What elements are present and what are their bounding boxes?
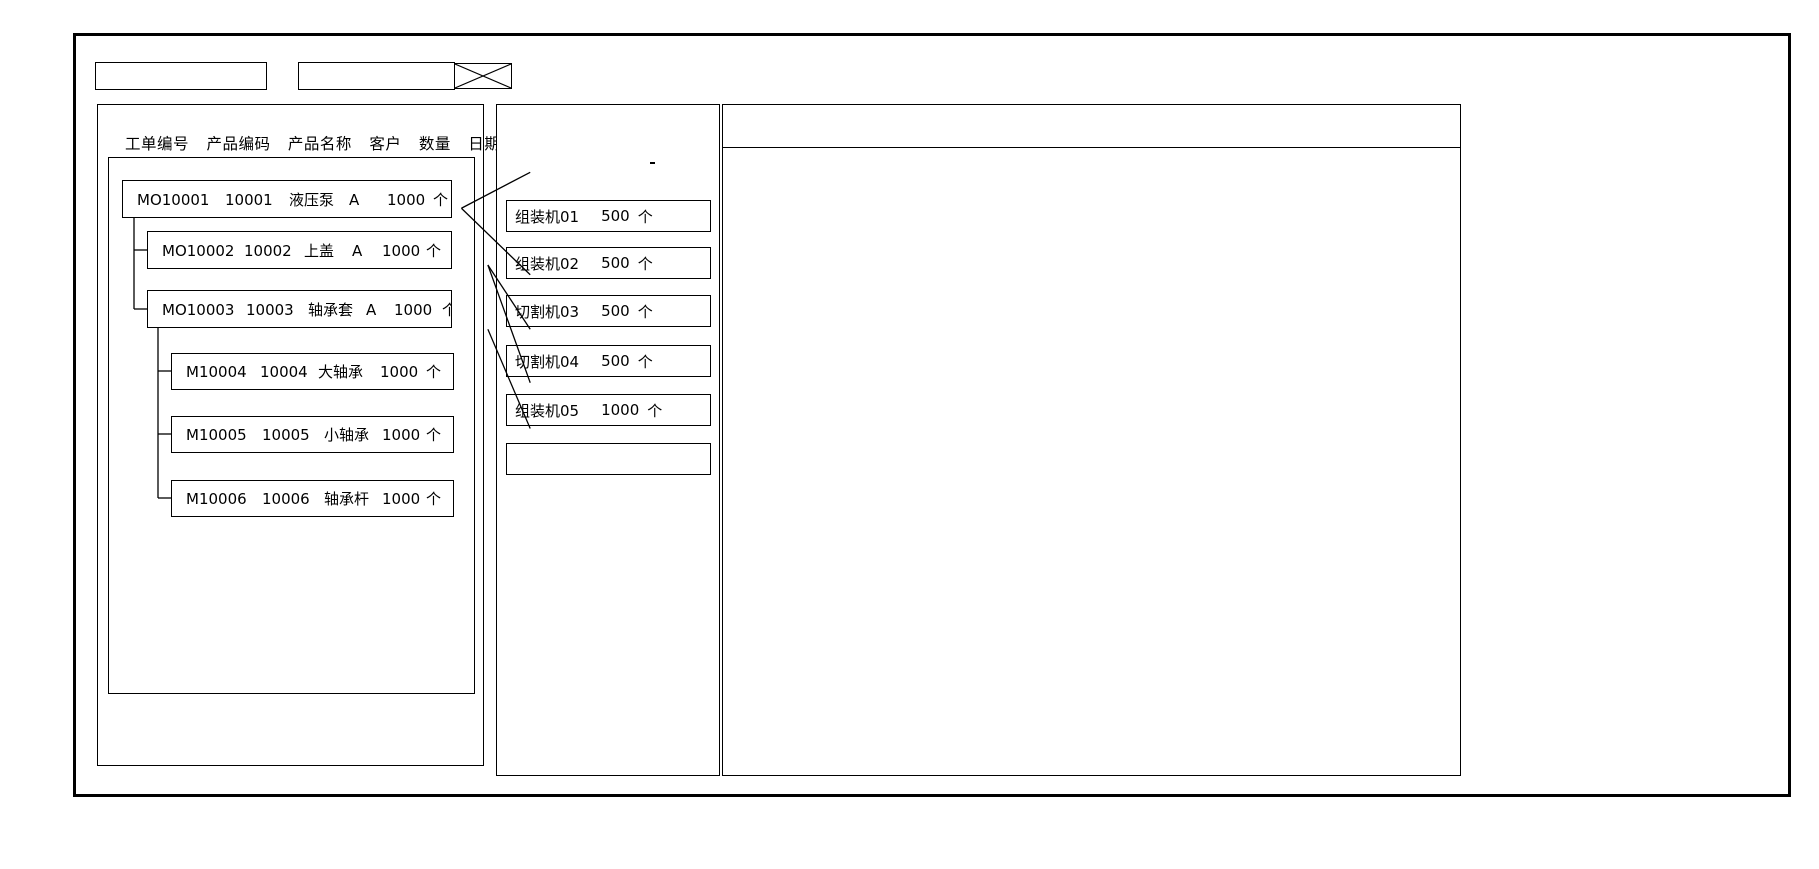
machine-name: 切割机04 bbox=[515, 352, 580, 371]
toolbar-field-1[interactable] bbox=[95, 62, 267, 90]
machine-name: 组装机05 bbox=[515, 401, 580, 420]
machine-unit: 个 bbox=[637, 254, 653, 273]
cell-quantity: 1000 bbox=[394, 300, 433, 319]
column-header-order-no: 工单编号 bbox=[125, 135, 190, 153]
column-header-quantity: 数量 bbox=[418, 135, 451, 153]
cell-unit: 个 bbox=[426, 490, 442, 508]
machine-qty: 500 bbox=[601, 352, 630, 370]
cell-product-code: 10005 bbox=[262, 426, 310, 444]
cell-quantity: 1000 bbox=[387, 190, 426, 209]
machine-card[interactable]: 切割机04 500 个 bbox=[506, 345, 711, 377]
cell-product-name: 小轴承 bbox=[324, 426, 370, 444]
cell-quantity: 1000 bbox=[382, 241, 421, 260]
cell-customer: A bbox=[349, 190, 360, 209]
app-window: 工单编号 产品编码 产品名称 客户 数量 日期 bbox=[73, 33, 1791, 797]
machine-card[interactable]: 组装机02 500 个 bbox=[506, 247, 711, 279]
cell-order-no: MO10003 bbox=[162, 300, 235, 319]
cell-product-code: 10003 bbox=[246, 300, 294, 319]
cell-product-code: 10004 bbox=[260, 363, 308, 381]
table-row[interactable]: M10004 10004 大轴承 1000 个 bbox=[171, 353, 454, 390]
cell-quantity: 1000 bbox=[382, 426, 421, 444]
machine-card-empty[interactable] bbox=[506, 443, 711, 475]
cell-order-no: M10005 bbox=[186, 426, 247, 444]
machine-card[interactable]: 组装机05 1000 个 bbox=[506, 394, 711, 426]
table-row[interactable]: MO10003 10003 轴承套 A 1000 个 bbox=[147, 290, 452, 328]
machine-unit: 个 bbox=[637, 352, 653, 371]
column-header-product-name: 产品名称 bbox=[287, 135, 352, 153]
machine-schedule-panel: 组装机01 500 个 组装机02 500 个 切割机03 500 个 切割机0… bbox=[496, 104, 720, 776]
cell-product-name: 大轴承 bbox=[318, 363, 364, 381]
cell-customer: A bbox=[366, 300, 377, 319]
cell-product-code: 10006 bbox=[262, 490, 310, 508]
table-row[interactable]: M10005 10005 小轴承 1000 个 bbox=[171, 416, 454, 453]
table-row[interactable]: MO10002 10002 上盖 A 1000 个 bbox=[147, 231, 452, 269]
cell-order-no: MO10001 bbox=[137, 190, 210, 209]
machine-name: 切割机03 bbox=[515, 302, 580, 321]
cell-quantity: 1000 bbox=[382, 490, 421, 508]
work-order-list-panel: 工单编号 产品编码 产品名称 客户 数量 日期 bbox=[97, 104, 500, 766]
cell-order-no: MO10002 bbox=[162, 241, 235, 260]
cell-order-no: M10006 bbox=[186, 490, 247, 508]
cell-product-name: 轴承套 bbox=[308, 300, 354, 319]
machine-unit: 个 bbox=[637, 302, 653, 321]
machine-qty: 1000 bbox=[601, 401, 640, 419]
cell-unit: 个 bbox=[433, 190, 449, 209]
cell-product-code: 10001 bbox=[225, 190, 273, 209]
machine-card[interactable]: 切割机03 500 个 bbox=[506, 295, 711, 327]
detail-panel-divider bbox=[723, 147, 1460, 148]
column-header-date: 日期 bbox=[468, 135, 501, 153]
column-header-customer: 客户 bbox=[369, 135, 402, 153]
cell-product-name: 轴承杆 bbox=[324, 490, 370, 508]
cell-unit: 个 bbox=[426, 241, 442, 260]
table-row[interactable]: MO10001 10001 液压泵 A 1000 个 bbox=[122, 180, 452, 218]
table-row[interactable]: M10006 10006 轴承杆 1000 个 bbox=[171, 480, 454, 517]
toolbar-field-2[interactable] bbox=[298, 62, 455, 90]
cell-unit: 个 bbox=[426, 363, 442, 381]
machine-qty: 500 bbox=[601, 254, 630, 272]
machine-unit: 个 bbox=[647, 401, 663, 420]
machine-card[interactable]: 组装机01 500 个 bbox=[506, 200, 711, 232]
machine-qty: 500 bbox=[601, 207, 630, 225]
cell-unit: 个 bbox=[442, 299, 451, 320]
cell-quantity: 1000 bbox=[380, 363, 419, 381]
machine-qty: 500 bbox=[601, 302, 630, 320]
panel-marker-dot bbox=[650, 162, 655, 164]
cell-product-name: 上盖 bbox=[304, 241, 335, 260]
work-order-tree: MO10001 10001 液压泵 A 1000 个 MO10002 10002… bbox=[108, 157, 475, 694]
cell-product-name: 液压泵 bbox=[289, 190, 335, 209]
machine-name: 组装机02 bbox=[515, 254, 580, 273]
cell-product-code: 10002 bbox=[244, 241, 292, 260]
order-table-header: 工单编号 产品编码 产品名称 客户 数量 日期 bbox=[125, 132, 500, 154]
machine-name: 组装机01 bbox=[515, 207, 580, 226]
column-header-product-code: 产品编码 bbox=[206, 135, 271, 153]
machine-unit: 个 bbox=[637, 207, 653, 226]
detail-panel bbox=[722, 104, 1461, 776]
cell-unit: 个 bbox=[426, 426, 442, 444]
image-placeholder-icon[interactable] bbox=[454, 63, 512, 89]
cell-customer: A bbox=[352, 241, 363, 260]
cell-order-no: M10004 bbox=[186, 363, 247, 381]
